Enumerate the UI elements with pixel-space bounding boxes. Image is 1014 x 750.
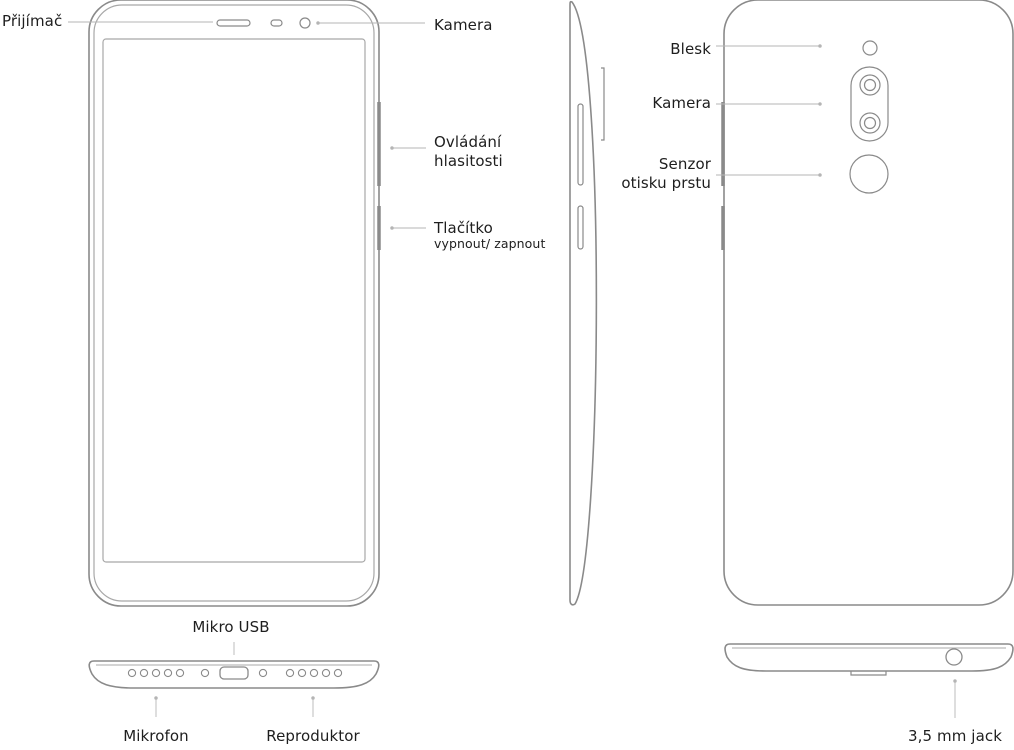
back-phone-body xyxy=(723,0,1014,606)
mic-hole xyxy=(163,668,173,678)
label-rear-camera: Kamera xyxy=(652,94,711,112)
screw-hole-left xyxy=(200,668,210,678)
label-receiver: Přijímač xyxy=(2,12,63,30)
micro-usb-port xyxy=(219,666,249,680)
label-micro-usb: Mikro USB xyxy=(192,618,270,636)
rear-camera-lens-bottom-inner xyxy=(863,116,877,130)
fingerprint-sensor xyxy=(849,154,889,194)
speaker-hole xyxy=(321,668,331,678)
speaker-hole xyxy=(297,668,307,678)
rear-camera-lens-top-inner xyxy=(863,78,877,92)
front-phone-body xyxy=(88,0,380,607)
mic-hole xyxy=(175,668,185,678)
label-front-camera: Kamera xyxy=(434,16,493,34)
microphone-holes xyxy=(127,668,185,678)
front-screen xyxy=(102,38,366,563)
top-edge-phone xyxy=(724,643,1014,676)
earpiece-receiver xyxy=(216,19,251,27)
speaker-hole xyxy=(309,668,319,678)
label-fingerprint-line1: Senzor xyxy=(658,155,711,173)
front-view-phone xyxy=(88,0,381,607)
side-camera-bump xyxy=(601,67,605,141)
label-audio-jack: 3,5 mm jack xyxy=(907,727,1003,745)
top-edge-body xyxy=(724,643,1014,672)
mic-hole xyxy=(127,668,137,678)
side-view-phone xyxy=(569,0,605,606)
rear-camera-module xyxy=(850,66,889,142)
label-speaker: Reproduktor xyxy=(266,727,360,745)
speaker-hole xyxy=(333,668,343,678)
leader-lines xyxy=(68,21,957,718)
bottom-edge-phone xyxy=(88,660,380,689)
label-fingerprint-line2: otisku prstu xyxy=(621,174,711,192)
side-power-button xyxy=(577,205,584,250)
front-camera-lens xyxy=(299,17,311,29)
label-power-line2: vypnout/ zapnout xyxy=(434,236,546,251)
rear-camera-lens-bottom xyxy=(859,112,881,134)
bottom-edge-body xyxy=(88,660,380,689)
speaker-hole xyxy=(285,668,295,678)
label-microphone: Mikrofon xyxy=(123,727,189,745)
side-volume-button xyxy=(577,103,584,186)
front-phone-bezel xyxy=(93,4,375,602)
side-phone-body xyxy=(569,0,598,606)
label-flash: Blesk xyxy=(670,40,711,58)
speaker-holes xyxy=(285,668,343,678)
flash-led xyxy=(862,40,878,56)
mic-hole xyxy=(139,668,149,678)
label-volume-line1: Ovládání xyxy=(434,133,502,151)
label-power-line1: Tlačítko xyxy=(434,219,493,237)
screw-hole-right xyxy=(258,668,268,678)
rear-camera-lens-top xyxy=(859,74,881,96)
label-volume-line2: hlasitosti xyxy=(434,152,503,170)
top-edge-camera-bump xyxy=(850,671,887,676)
proximity-sensor xyxy=(270,19,283,27)
audio-jack-port xyxy=(945,648,963,666)
mic-hole xyxy=(151,668,161,678)
back-view-phone xyxy=(721,0,1014,606)
